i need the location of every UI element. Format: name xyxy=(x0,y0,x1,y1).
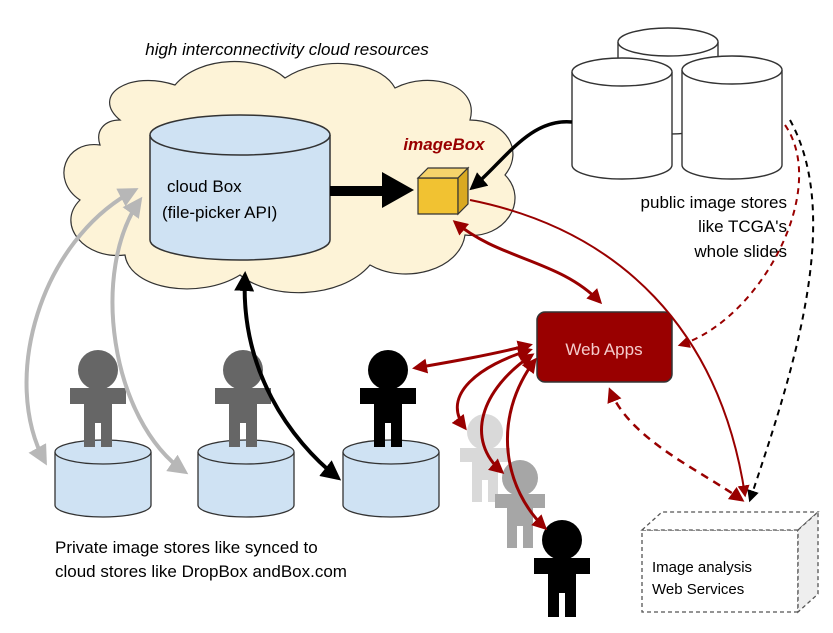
imagebox-label: imageBox xyxy=(403,135,486,154)
webapps-user-black2-arrow xyxy=(506,357,548,531)
private-store1-cloudbox-arrow xyxy=(24,188,139,466)
webapps-user-faded2-arrow xyxy=(480,353,535,474)
private-store3-cloudbox-arrow xyxy=(234,271,342,481)
person-icon-faded-2 xyxy=(495,460,545,548)
private-store2-cloudbox-arrow xyxy=(110,196,189,475)
cloud-box-cylinder xyxy=(149,114,331,261)
private-stores-line2: cloud stores like DropBox andBox.com xyxy=(55,562,347,581)
image-analysis-box xyxy=(640,510,820,614)
person-icon-black-2 xyxy=(534,520,590,617)
person-icon-grey-1 xyxy=(70,350,126,447)
private-stores-line1: Private image stores like synced to xyxy=(55,538,318,557)
public-stores-to-imagebox-arrow xyxy=(469,120,573,191)
analysis-line1: Image analysis xyxy=(652,559,752,576)
cloud-box-subtitle: (file-picker API) xyxy=(162,203,277,222)
public-stores-line3: whole slides xyxy=(693,242,787,261)
webapps-analysis-dashed-arrow xyxy=(607,387,745,502)
cloud-box-title: cloud Box xyxy=(167,177,242,196)
cloud-box-to-imagebox-arrow xyxy=(330,172,414,208)
private-store-cylinder-2 xyxy=(197,439,295,518)
web-apps-label: Web Apps xyxy=(565,340,642,359)
imagebox-webapps-arrow xyxy=(452,220,603,305)
person-icon-black-main xyxy=(360,350,416,447)
person-icon-grey-2 xyxy=(215,350,271,447)
private-store-cylinder-1 xyxy=(54,439,152,518)
private-store-cylinder-3 xyxy=(342,439,440,518)
person-icon-faded-1 xyxy=(460,414,510,502)
public-stores-to-analysis-dashed-arrow xyxy=(747,119,815,503)
cloud-caption: high interconnectivity cloud resources xyxy=(145,40,429,59)
public-stores-line2: like TCGA's xyxy=(698,217,787,236)
analysis-line2: Web Services xyxy=(652,581,744,598)
public-stores-line1: public image stores xyxy=(641,193,787,212)
public-stores-cylinders xyxy=(571,27,783,180)
imagebox-cube xyxy=(416,166,470,216)
web-apps-box xyxy=(536,311,673,383)
